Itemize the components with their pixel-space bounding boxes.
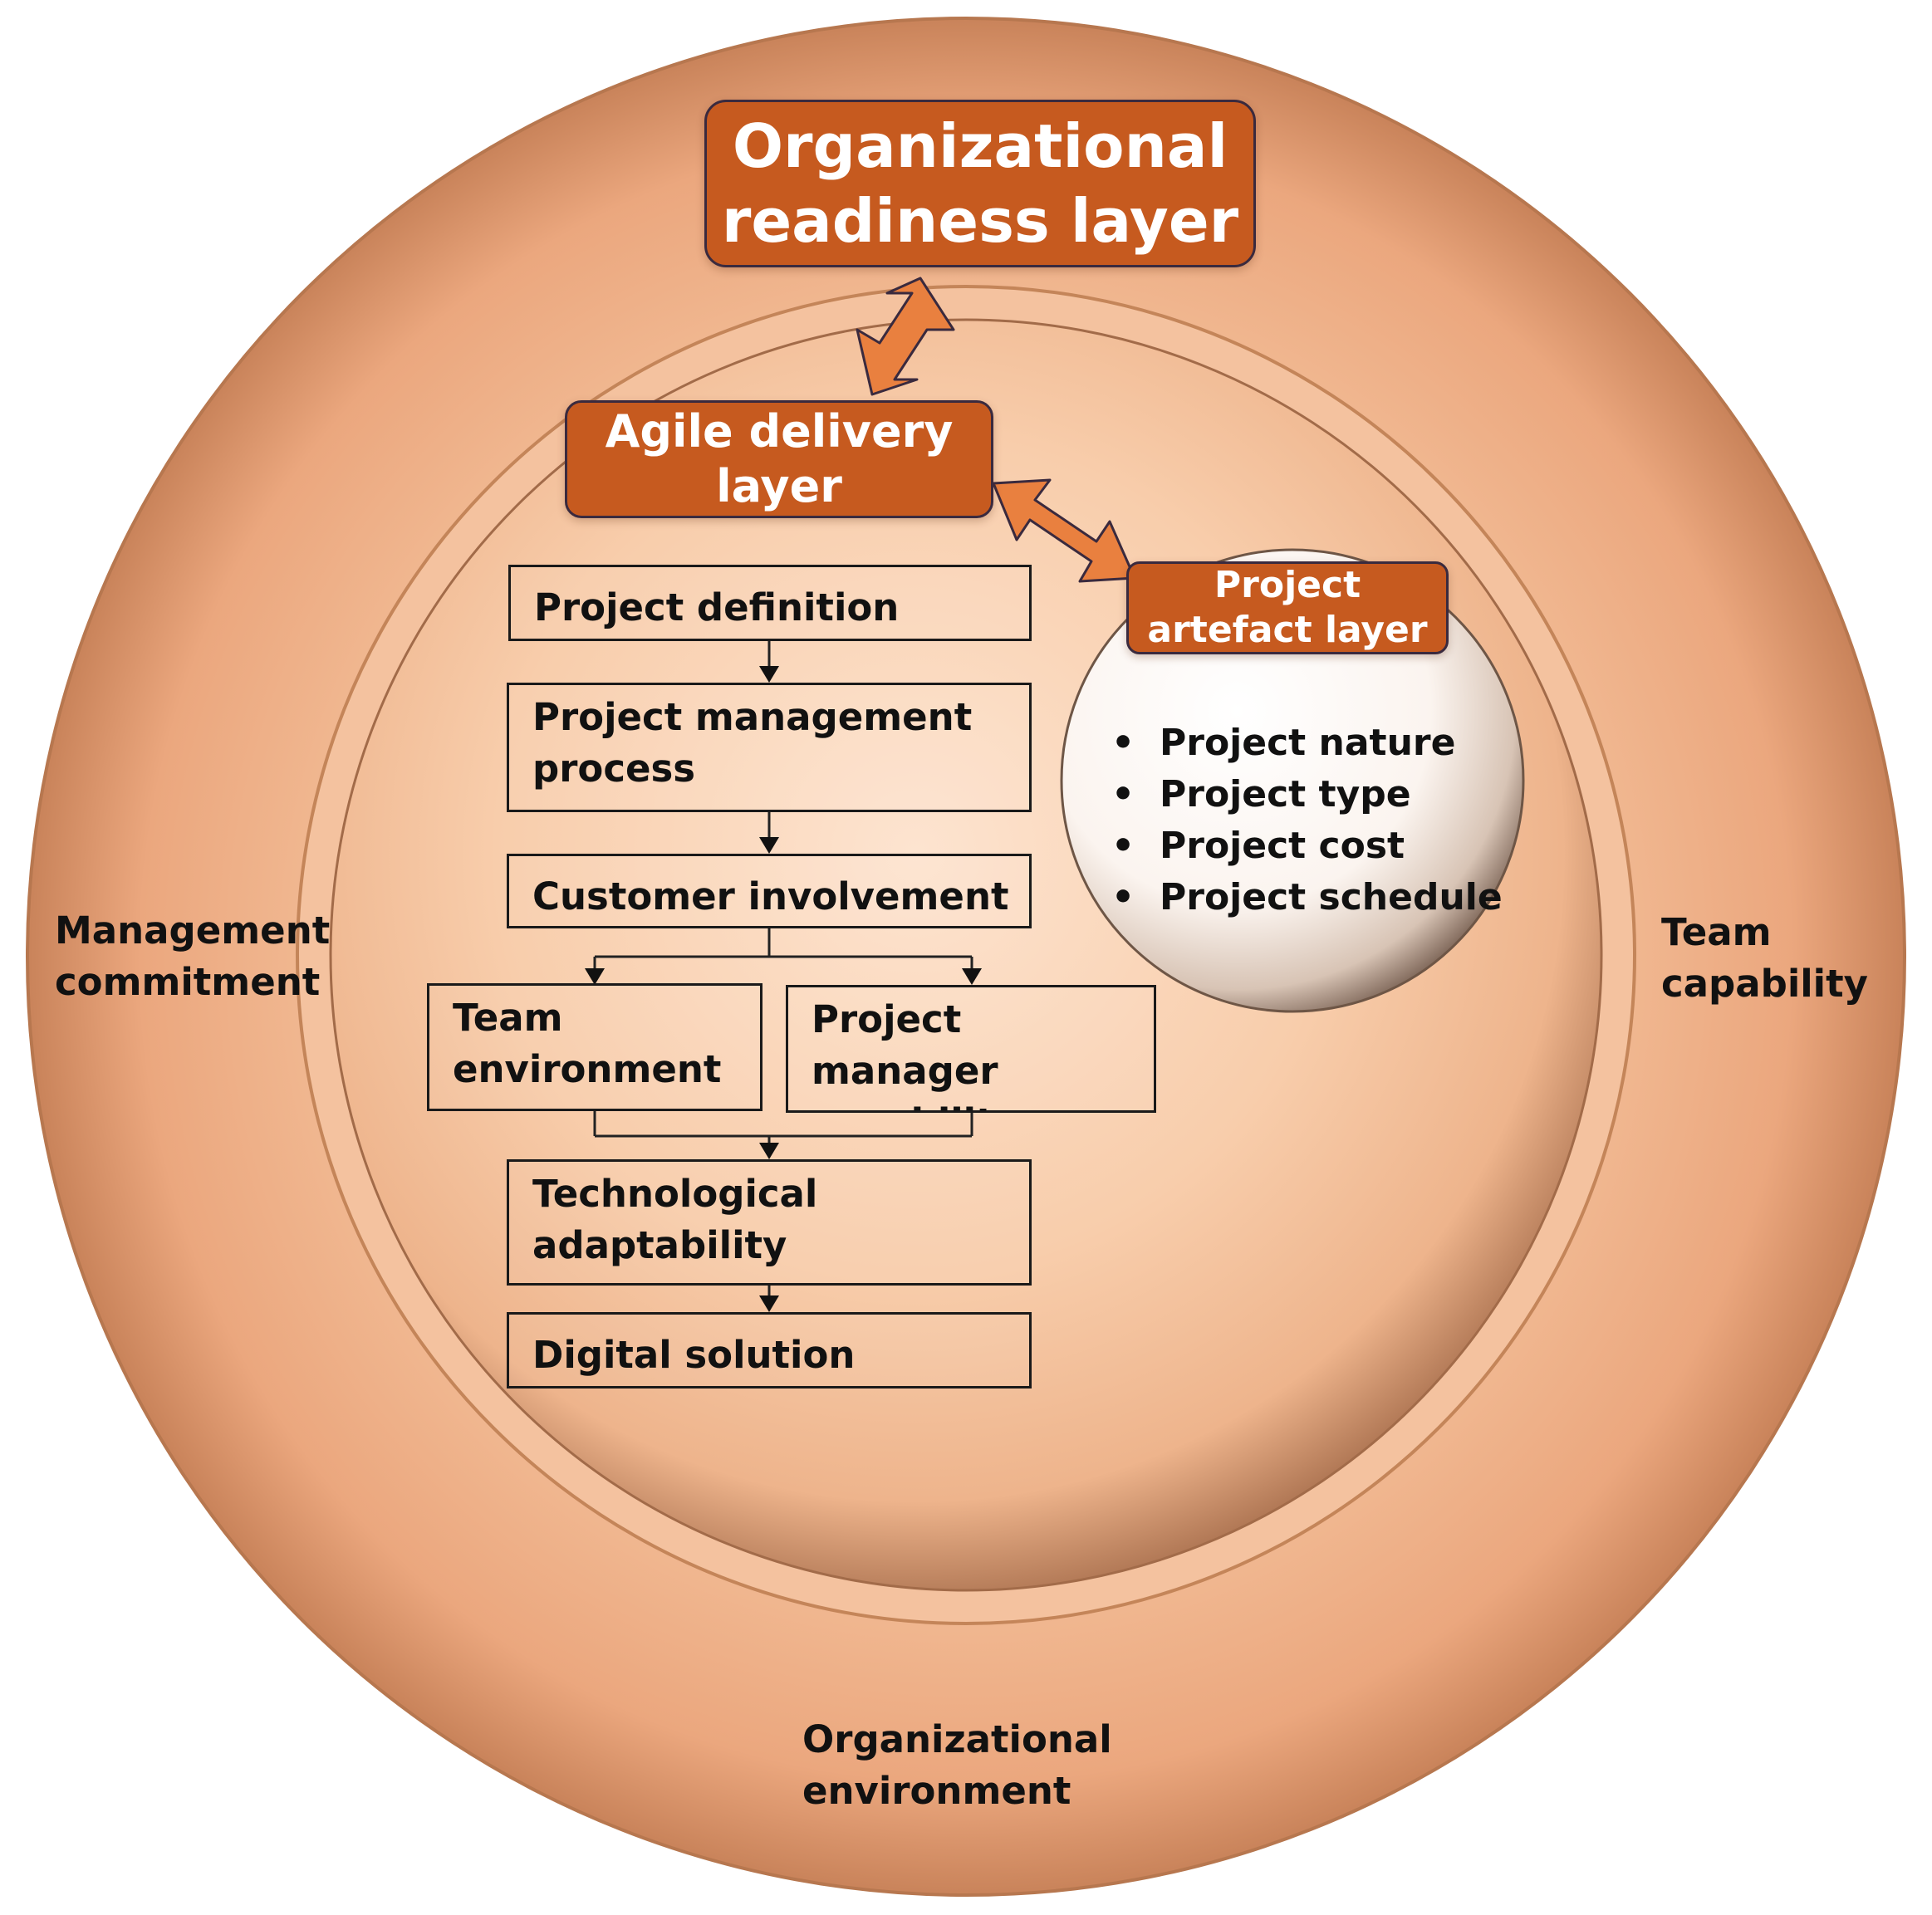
layer-title-line: readiness layer xyxy=(721,186,1239,256)
arrow-org-agile xyxy=(856,277,955,396)
digital-solution-delivery-box: Digital solution delivery xyxy=(507,1312,1032,1388)
artefact-item: Project schedule xyxy=(1105,872,1503,923)
flow-label: Technological xyxy=(532,1172,818,1216)
ring-label-line: Management xyxy=(55,909,331,953)
flow-label: adaptability xyxy=(532,1223,787,1267)
organizational-environment-label: Organizational environment xyxy=(802,1714,1112,1817)
agile-delivery-layer-box: Agile delivery layer xyxy=(565,400,993,518)
layer-title-line: Project xyxy=(1214,564,1361,606)
layer-title-line: layer xyxy=(716,460,842,512)
team-environment-box: Team environment xyxy=(427,983,763,1111)
ring-label-line: commitment xyxy=(55,960,321,1004)
artefact-item: Project type xyxy=(1105,769,1503,820)
flow-arrowheads xyxy=(585,666,982,1312)
flow-label: Project management xyxy=(532,695,973,739)
flow-label: Project manager xyxy=(812,997,998,1093)
flow-label: Customer involvement xyxy=(532,874,1009,918)
layer-title-line: Organizational xyxy=(732,111,1228,181)
project-definition-box: Project definition xyxy=(508,565,1032,641)
flow-label: Project definition xyxy=(534,585,900,629)
layer-title-line: Agile delivery xyxy=(605,405,954,458)
flow-label: environment xyxy=(453,1047,722,1091)
project-artefact-layer-box: Project artefact layer xyxy=(1126,561,1449,654)
team-capability-label: Team capability xyxy=(1661,907,1868,1010)
ring-label-line: Team xyxy=(1661,910,1772,954)
artefact-list: Project nature Project type Project cost… xyxy=(1105,718,1503,923)
flow-label: capability xyxy=(812,1097,1154,1110)
organizational-readiness-layer-box: Organizational readiness layer xyxy=(704,100,1256,267)
layer-title-line: artefact layer xyxy=(1147,609,1428,651)
artefact-item: Project cost xyxy=(1105,820,1503,872)
project-manager-capability-box: Project manager capability xyxy=(786,985,1156,1113)
artefact-item: Project nature xyxy=(1105,718,1503,769)
flow-label: Team xyxy=(453,996,563,1040)
management-commitment-label: Management commitment xyxy=(55,905,330,1008)
technological-adaptability-box: Technological adaptability xyxy=(507,1159,1032,1286)
project-management-process-box: Project management process xyxy=(507,683,1032,812)
customer-involvement-box: Customer involvement xyxy=(507,854,1032,928)
flow-label: process xyxy=(532,747,696,791)
ring-label-line: Organizational xyxy=(802,1717,1112,1761)
ring-label-line: environment xyxy=(802,1769,1071,1813)
ring-label-line: capability xyxy=(1661,962,1868,1006)
flow-label: Digital solution delivery xyxy=(532,1333,856,1386)
